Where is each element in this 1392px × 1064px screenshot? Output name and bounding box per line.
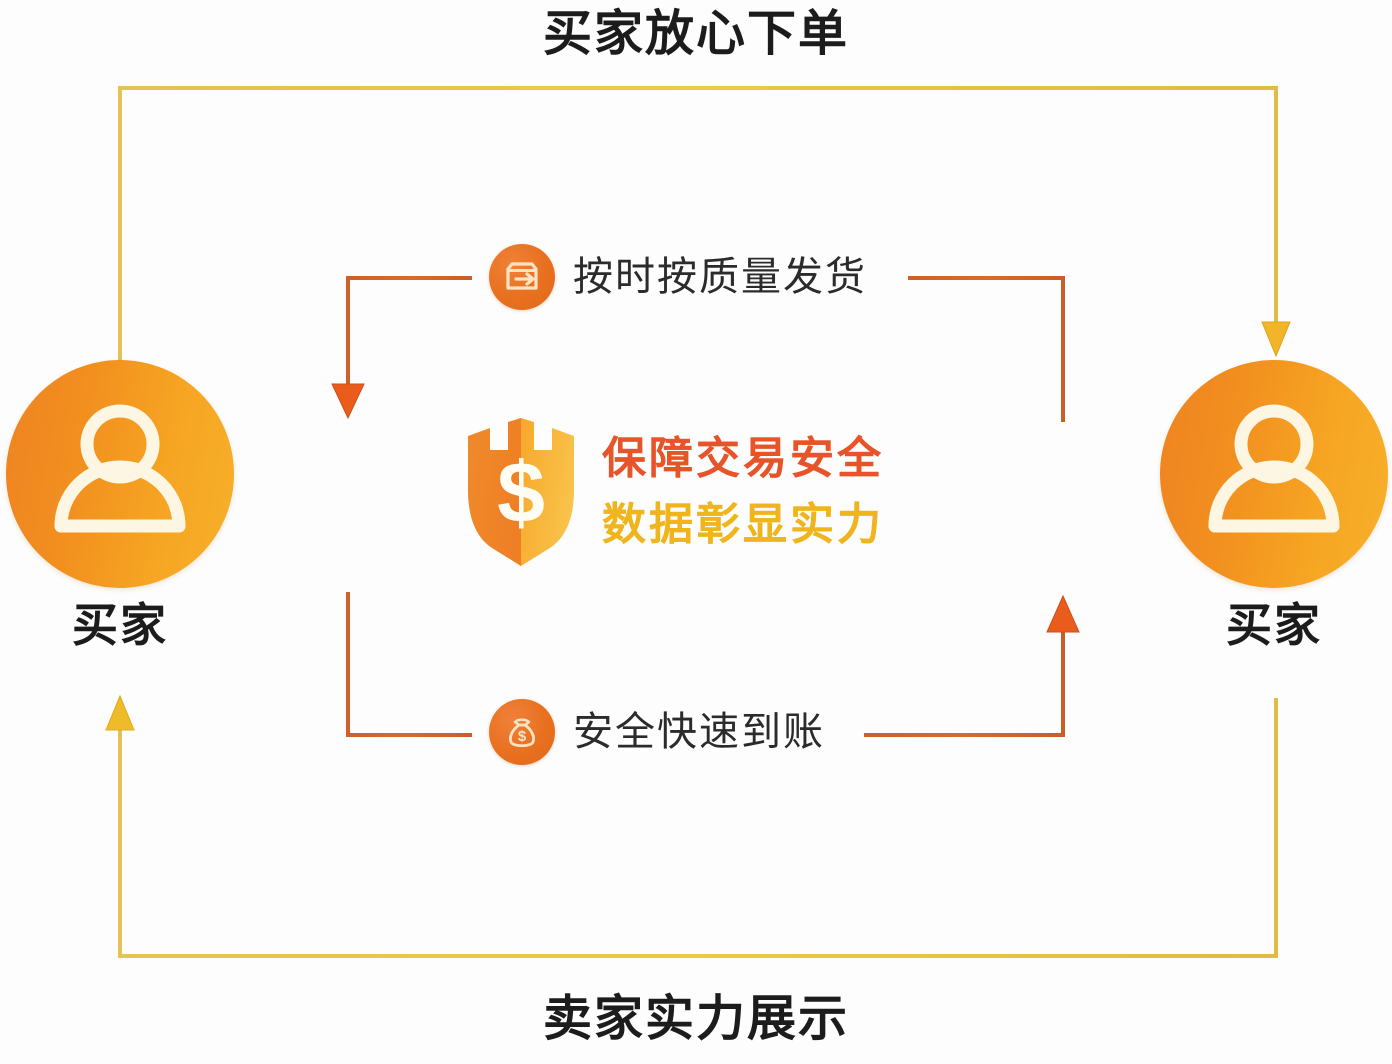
step-shipping[interactable]: 按时按质量发货 (489, 244, 867, 310)
inner-flow-pay-left (346, 592, 472, 737)
person-icon (54, 404, 186, 533)
bottom-title: 卖家实力展示 (542, 992, 849, 1046)
actor-buyer-left[interactable]: 买家 (6, 360, 234, 648)
svg-text:$: $ (518, 728, 527, 745)
top-title: 买家放心下单 (542, 7, 849, 61)
inner-flow-ship-right (908, 276, 1065, 422)
actor-left-label: 买家 (72, 599, 168, 651)
actor-right-label: 买家 (1226, 599, 1322, 651)
person-icon (1208, 404, 1340, 533)
inner-flow-ship (331, 276, 472, 420)
outer-flow-top (118, 86, 1291, 370)
actor-buyer-right[interactable]: 买家 (1160, 360, 1388, 648)
center-emblem: $ 保障交易安全 数据彰显实力 (462, 418, 884, 566)
step-shipping-label: 按时按质量发货 (573, 255, 867, 299)
center-line-secondary: 数据彰显实力 (602, 500, 884, 549)
package-shipping-icon (489, 244, 555, 310)
center-line-primary: 保障交易安全 (602, 434, 884, 483)
step-payment[interactable]: $ 安全快速到账 (489, 699, 825, 765)
money-bag-icon: $ (489, 699, 555, 765)
svg-text:$: $ (497, 445, 545, 541)
shield-dollar-icon: $ (468, 418, 574, 566)
inner-flow-pay-right (864, 594, 1080, 737)
step-payment-label: 安全快速到账 (573, 710, 825, 754)
